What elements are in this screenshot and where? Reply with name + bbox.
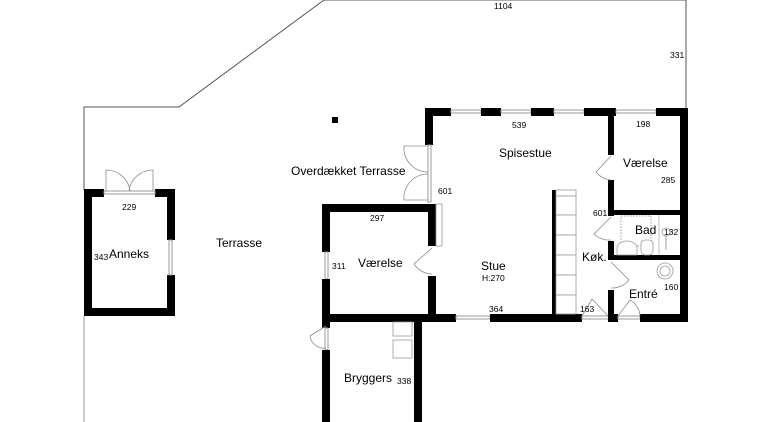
vaerelse-2-door[interactable] <box>413 247 433 275</box>
room-label-koekken: Køk. <box>582 250 607 264</box>
bryggers-walls <box>309 314 422 422</box>
overdaekket-terrasse-double-door[interactable] <box>403 145 429 201</box>
dim-spisestue-width: 539 <box>512 120 527 130</box>
dim-koekken-width: 163 <box>580 304 595 314</box>
bathroom-fixtures <box>616 215 674 280</box>
terrace-outline <box>83 0 687 422</box>
room-label-entre: Entré <box>629 287 658 301</box>
dim-anneks-width: 229 <box>122 202 137 212</box>
room-label-stue: Stue <box>481 259 506 273</box>
kitchen-counter <box>555 189 577 315</box>
main-house-walls <box>322 108 688 322</box>
anneks-walls <box>84 189 175 316</box>
room-label-spisestue: Spisestue <box>499 146 552 160</box>
room-label-anneks: Anneks <box>109 247 150 261</box>
room-label-overdaekket-terrasse: Overdækket Terrasse <box>291 164 406 178</box>
vaerelse-1-door[interactable] <box>595 155 612 181</box>
dim-vaerelse-2-depth: 311 <box>332 261 346 271</box>
room-label-bryggers: Bryggers <box>344 371 393 385</box>
entre-door-inner[interactable] <box>610 261 630 289</box>
stue-ceiling-height: H:270 <box>482 273 505 283</box>
anneks-double-door[interactable] <box>105 169 154 192</box>
dim-vaerelse-2-width: 297 <box>370 213 385 223</box>
dim-bryggers: 338 <box>397 376 412 386</box>
room-label-vaerelse-1: Værelse <box>623 156 668 170</box>
terrace-post <box>332 117 338 123</box>
dim-stue-width: 364 <box>489 304 504 314</box>
entre-main-door[interactable] <box>617 299 641 317</box>
dim-outer-right: 331 <box>670 50 685 60</box>
dim-anneks-depth: 343 <box>94 252 109 262</box>
koekken-bad-door[interactable] <box>593 216 612 241</box>
room-label-bad: Bad <box>635 223 657 237</box>
room-label-terrasse: Terrasse <box>216 236 263 250</box>
dim-outer-top: 1104 <box>494 1 513 11</box>
dim-koekken-depth: 601 <box>593 208 608 218</box>
dim-spisestue-depth: 601 <box>438 186 453 196</box>
koekken-exit-door[interactable] <box>581 298 609 317</box>
room-label-vaerelse-2: Værelse <box>358 256 403 270</box>
dim-vaerelse-1-depth: 285 <box>661 175 676 185</box>
dim-entre: 160 <box>664 282 679 292</box>
dim-vaerelse-1-width: 198 <box>636 119 651 129</box>
dim-bad: 132 <box>664 227 679 237</box>
